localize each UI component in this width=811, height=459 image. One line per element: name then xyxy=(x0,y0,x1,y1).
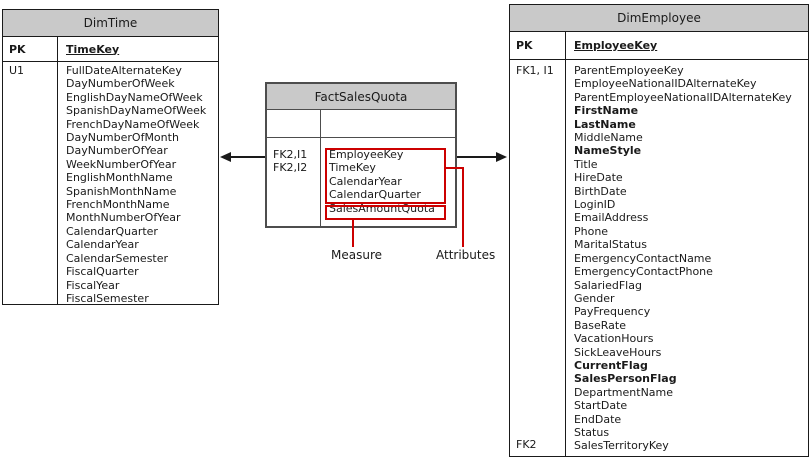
fk-top-label: FK1, I1 xyxy=(516,64,554,77)
column-name: StartDate xyxy=(574,399,628,413)
attributes-highlight-box xyxy=(325,148,446,204)
column-name: EnglishDayNameOfWeek xyxy=(66,90,203,104)
column-name: MiddleName xyxy=(574,131,643,145)
column-name: EmergencyContactPhone xyxy=(574,265,713,279)
column-name: PayFrequency xyxy=(574,305,651,319)
column-name: FiscalSemester xyxy=(66,291,149,305)
dimemployee-pk-field: EmployeeKey xyxy=(574,39,658,52)
column-name: WeekNumberOfYear xyxy=(66,157,177,171)
column-name: CalendarQuarter xyxy=(66,224,158,238)
column-name: SalesPersonFlag xyxy=(574,372,677,386)
unique-key-label: U1 xyxy=(9,64,25,77)
column-name: EmailAddress xyxy=(574,211,649,225)
dimtime-table: DimTime PK TimeKey U1 FullDateAlternateK… xyxy=(2,9,219,305)
column-name: FrenchMonthName xyxy=(66,198,170,212)
column-name: FrenchDayNameOfWeek xyxy=(66,117,200,131)
fk-bottom-label: FK2 xyxy=(516,438,537,451)
column-name: EmergencyContactName xyxy=(574,251,712,265)
dimtime-title: DimTime xyxy=(3,10,218,37)
column-name: SickLeaveHours xyxy=(574,345,662,359)
column-name: DepartmentName xyxy=(574,385,674,399)
column-name: ParentEmployeeKey xyxy=(574,64,684,77)
column-name: SalariedFlag xyxy=(574,278,642,292)
column-name: BirthDate xyxy=(574,184,627,198)
column-name: VacationHours xyxy=(574,332,654,346)
column-name: EmployeeNationalIDAlternateKey xyxy=(574,77,757,91)
column-name: LastName xyxy=(574,117,636,131)
column-name: MonthNumberOfYear xyxy=(66,211,181,225)
column-name: DayNumberOfWeek xyxy=(66,77,175,91)
column-name: FullDateAlternateKey xyxy=(66,64,182,77)
attributes-callout-line-horizontal xyxy=(446,167,464,169)
column-name: HireDate xyxy=(574,171,623,185)
column-name: FK2,I1 xyxy=(273,148,308,161)
empty-key-cell xyxy=(267,110,321,137)
column-name: SpanishMonthName xyxy=(66,184,177,198)
dimemployee-key-column: FK1, I1 FK2 xyxy=(510,60,566,456)
column-name: DayNumberOfYear xyxy=(66,144,168,158)
column-name: CalendarYear xyxy=(329,174,402,188)
column-name: Title xyxy=(574,157,598,171)
column-name: CalendarQuarter xyxy=(329,188,421,202)
column-name: EndDate xyxy=(574,412,622,426)
column-name: ParentEmployeeNationalIDAlternateKey xyxy=(574,90,792,104)
dimtime-pk-row: PK TimeKey xyxy=(3,37,218,62)
arrowhead-right-icon xyxy=(496,152,507,162)
column-name: SalesTerritoryKey xyxy=(574,439,669,453)
arrowhead-left-icon xyxy=(220,152,231,162)
dimtime-key-column: U1 xyxy=(3,62,58,304)
dimtime-pk-label: PK xyxy=(3,37,58,61)
column-name: SpanishDayNameOfWeek xyxy=(66,104,207,118)
relationship-line-dimemployee xyxy=(457,156,497,158)
column-name: FK2,I2 xyxy=(273,161,308,175)
column-name: MaritalStatus xyxy=(574,238,647,252)
column-name: Phone xyxy=(574,224,609,238)
column-name: DayNumberOfMonth xyxy=(66,131,179,145)
measure-label: Measure xyxy=(331,248,382,262)
column-name: BaseRate xyxy=(574,318,627,332)
dimemployee-table: DimEmployee PK EmployeeKey FK1, I1 FK2 P… xyxy=(509,4,809,457)
column-name: NameStyle xyxy=(574,144,642,158)
column-name: CurrentFlag xyxy=(574,358,648,372)
column-name: Gender xyxy=(574,291,615,305)
column-name: EnglishMonthName xyxy=(66,171,173,185)
dimemployee-title: DimEmployee xyxy=(510,5,808,32)
attributes-callout-line-vertical xyxy=(462,167,464,247)
column-name: FiscalYear xyxy=(66,278,120,292)
attributes-label: Attributes xyxy=(436,248,496,262)
dimemployee-pk-label: PK xyxy=(510,32,566,59)
dimtime-pk-field: TimeKey xyxy=(66,42,120,56)
measure-column: SalesAmountQuota xyxy=(329,201,435,215)
dimemployee-pk-row: PK EmployeeKey xyxy=(510,32,808,60)
column-name: CalendarSemester xyxy=(66,251,169,265)
relationship-line-dimtime xyxy=(230,156,265,158)
column-name: TimeKey xyxy=(329,161,376,175)
column-name: FiscalQuarter xyxy=(66,265,139,279)
factsalesquota-pk-row-empty xyxy=(267,110,455,138)
column-name: EmployeeKey xyxy=(329,148,404,161)
column-name: Status xyxy=(574,425,610,439)
column-name: LoginID xyxy=(574,198,616,212)
column-name: FirstName xyxy=(574,104,639,118)
measure-highlight-box xyxy=(325,205,446,220)
measure-callout-line xyxy=(352,220,354,247)
column-name: CalendarYear xyxy=(66,238,139,252)
factsalesquota-title: FactSalesQuota xyxy=(267,84,455,110)
